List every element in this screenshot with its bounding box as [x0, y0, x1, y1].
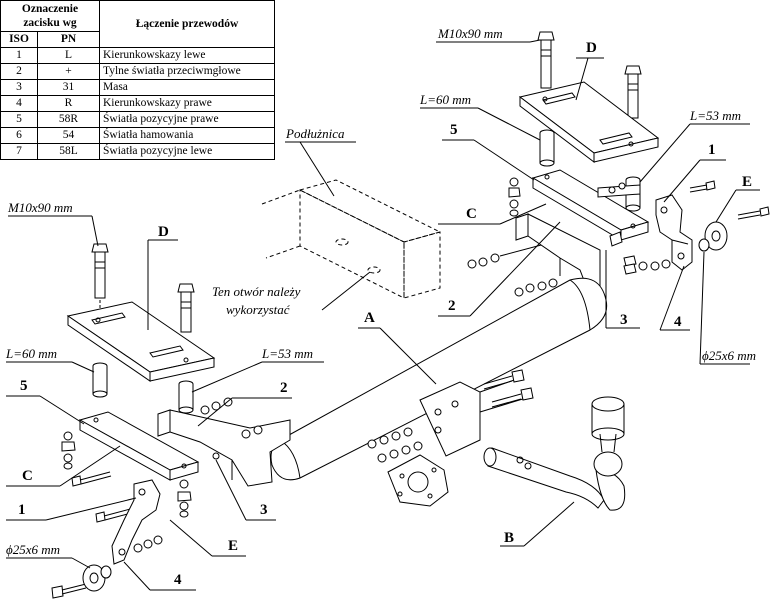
label-spacer-60-right: L=60 mm [419, 92, 471, 107]
label-washer-right: ϕ25x6 mm [702, 348, 756, 363]
plate-d-right [518, 81, 660, 164]
pn-cell: 58R [37, 111, 100, 128]
part-b: B [504, 530, 514, 546]
part-c-left: C [22, 468, 33, 484]
part-4-left: 4 [174, 572, 182, 588]
label-bolt-right: M10x90 mm [437, 26, 503, 41]
part-2-left: 2 [280, 380, 288, 396]
longitudinal-beam-outline [261, 179, 442, 299]
spacer-left-60 [92, 362, 108, 398]
bracket-c-left [78, 411, 200, 481]
header-terminal-line2: zacisku wg [23, 17, 77, 29]
part-2-right: 2 [448, 298, 456, 314]
part-e-left: E [228, 538, 238, 554]
label-washer-left: ϕ25x6 mm [6, 542, 60, 557]
spacer-left-53 [178, 380, 194, 414]
desc-cell: Kierunkowskazy prawe [99, 95, 275, 112]
bolts-right-cluster [608, 180, 770, 275]
label-bolt-left: M10x90 mm [7, 200, 73, 215]
part-c-right: C [466, 206, 477, 222]
washers-right-left-cluster [467, 177, 561, 297]
socket-plate [387, 454, 449, 507]
bracket-c-right [531, 169, 650, 241]
bolt-right-second [624, 65, 642, 138]
pn-cell: 58L [37, 143, 100, 160]
washer-e-right [698, 221, 728, 252]
label-spacer-53-right: L=53 mm [689, 108, 741, 123]
part-d-left: D [158, 224, 169, 240]
label-hole-note-2: wykorzystać [226, 302, 291, 317]
washer-e-left [82, 564, 112, 592]
spacer-right-60 [539, 129, 555, 167]
label-hole-note-1: Ten otwór należy [212, 284, 301, 299]
desc-cell: Światła hamowania [99, 127, 275, 144]
label-spacer-60-left: L=60 mm [5, 346, 57, 361]
leader-lines [6, 39, 760, 591]
desc-cell: Światła pozycyjne prawe [99, 111, 275, 128]
desc-cell: Światła pozycyjne lewe [99, 143, 275, 160]
part-3-left: 3 [260, 502, 268, 518]
bolts-left [51, 471, 163, 599]
part-d-right: D [586, 40, 597, 56]
header-pn: PN [37, 31, 100, 48]
header-terminal: Oznaczenie zacisku wg [0, 0, 100, 32]
label-spacer-53-left: L=53 mm [261, 346, 313, 361]
part-4-right: 4 [674, 314, 682, 330]
part-5-left: 5 [20, 378, 28, 394]
tow-ball-b [483, 396, 626, 511]
washers-left-cluster [61, 397, 263, 518]
bolt-left-second [177, 283, 195, 333]
part-3-right: 3 [620, 312, 628, 328]
header-connection: Łączenie przewodów [99, 0, 275, 48]
bolt-right-top [537, 31, 555, 100]
diagram-labels: M10x90 mm L=60 mm L=53 mm ϕ25x6 mm Podłu… [5, 26, 756, 588]
wiring-table: Oznaczenie zacisku wg Łączenie przewodów… [0, 0, 275, 160]
bolt-left-top [91, 243, 109, 314]
plate-d-left [66, 301, 216, 382]
bracket-1-right [655, 194, 693, 271]
bolts-center [367, 369, 534, 463]
part-e-right: E [742, 174, 752, 190]
bracket-1-left [111, 479, 161, 565]
header-terminal-line1: Oznaczenie [21, 3, 79, 15]
part-a: A [364, 310, 375, 326]
part-5-right: 5 [450, 122, 458, 138]
part-1-right: 1 [708, 142, 716, 158]
part-1-left: 1 [18, 502, 26, 518]
main-crossbar-a [270, 277, 608, 481]
label-podluznica: Podłużnica [285, 126, 345, 141]
